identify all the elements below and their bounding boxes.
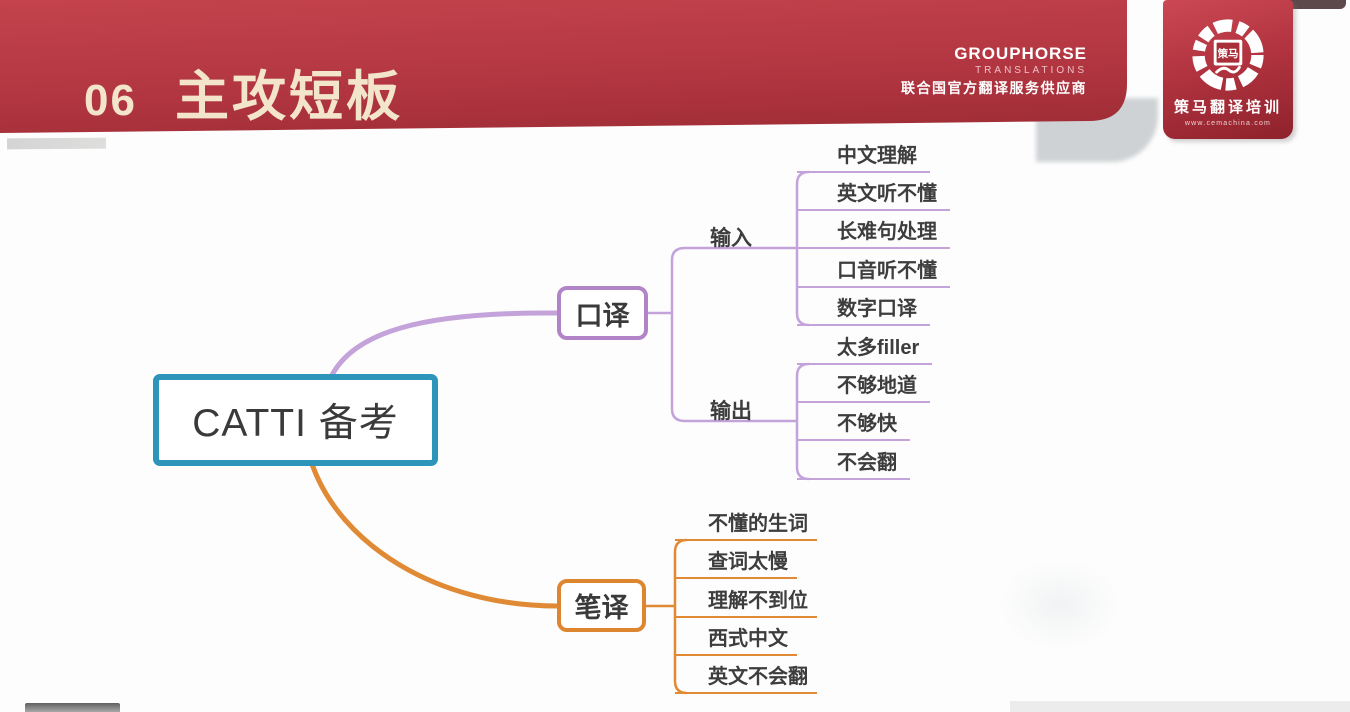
group-label-input: 输入 [710, 227, 752, 250]
cema-badge: 策马 策马翻译培训 www.cemachina.com [1163, 0, 1293, 139]
branch-node-biyi: 笔译 [557, 579, 646, 632]
leaf-node: 口音听不懂 [797, 258, 950, 288]
bracket-kouyi-groups [670, 246, 797, 423]
brand-subtitle: TRANSLATIONS [975, 64, 1087, 76]
background-smudge [1000, 560, 1120, 650]
leaf-node: 英文听不懂 [797, 181, 950, 211]
leaf-node: 英文不会翻 [675, 664, 817, 694]
curve-root-to-kouyi [327, 310, 561, 382]
brand-block: GROUPHORSE TRANSLATIONS 联合国官方翻译服务供应商 [887, 45, 1087, 96]
cema-logo-icon: 策马 [1192, 19, 1264, 91]
leaf-node: 不懂的生词 [675, 511, 817, 541]
branch-node-kouyi: 口译 [557, 286, 648, 340]
leaf-node: 长难句处理 [797, 219, 950, 249]
leaf-node: 太多filler [797, 335, 933, 365]
leaf-node: 不够快 [797, 411, 910, 441]
bottom-right-band [1010, 701, 1350, 712]
slide-title: 06 主攻短板 [84, 52, 403, 131]
brand-name: GROUPHORSE [954, 44, 1087, 63]
header-banner: 06 主攻短板 GROUPHORSE TRANSLATIONS 联合国官方翻译服… [0, 0, 1127, 140]
bracket-output-children [795, 362, 810, 481]
leaf-node: 查词太慢 [675, 549, 797, 579]
slide-number: 06 [84, 76, 137, 125]
slide-title-text: 主攻短板 [174, 67, 403, 127]
mindmap-root-node: CATTI 备考 [153, 374, 438, 466]
curve-root-to-biyi [309, 461, 561, 609]
branch-label: 笔译 [574, 593, 629, 623]
group-label-output: 输出 [710, 400, 752, 423]
leaf-node: 理解不到位 [675, 588, 817, 618]
leaf-node: 中文理解 [797, 143, 930, 173]
cema-badge-name: 策马翻译培训 [1173, 98, 1282, 116]
leaf-node: 数字口译 [797, 296, 930, 326]
cema-seal-text: 策马 [1217, 47, 1239, 60]
root-label: CATTI 备考 [192, 402, 399, 445]
cema-badge-url: www.cemachina.com [1184, 120, 1272, 127]
bottom-left-bar [25, 703, 120, 712]
leaf-node: 不够地道 [797, 373, 930, 403]
brand-tagline: 联合国官方翻译服务供应商 [901, 79, 1087, 96]
leaf-node: 西式中文 [675, 626, 797, 656]
branch-label: 口译 [575, 300, 630, 331]
leaf-node: 不会翻 [797, 450, 910, 480]
